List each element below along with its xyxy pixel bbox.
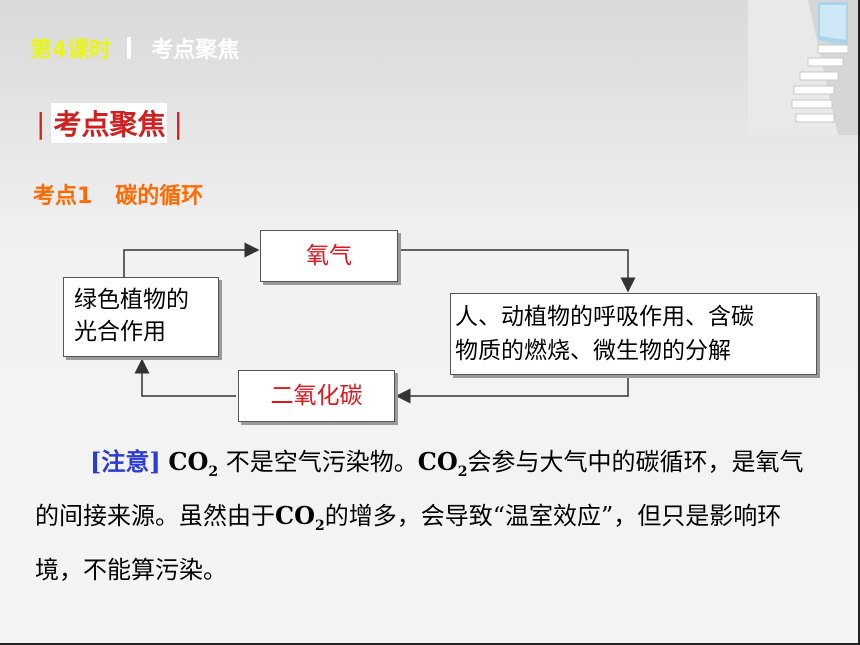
arrow-o2-to-resp [398, 249, 636, 293]
lesson-label: 第4课时 [30, 38, 112, 63]
header-divider [127, 37, 132, 59]
arrow-co2-to-photo [134, 358, 236, 397]
note-tag: [注意] [90, 447, 161, 476]
co2-formula: CO [275, 500, 316, 530]
photosynthesis-line-1: 绿色植物的 [74, 287, 189, 313]
co2-formula: CO [168, 447, 209, 476]
respiration-line-2: 物质的燃烧、微生物的分解 [455, 338, 731, 364]
arrow-resp-to-co2 [395, 377, 629, 404]
photosynthesis-line-2: 光合作用 [74, 319, 166, 345]
header-topic: 考点聚焦 [151, 38, 240, 63]
respiration-line-1: 人、动植物的呼吸作用、含碳 [455, 304, 754, 330]
point-heading: 考点1 碳的循环 [33, 178, 203, 210]
header-bar: 第4课时 考点聚焦 [30, 30, 239, 66]
arrow-photo-to-o2 [123, 242, 260, 277]
co2-formula: CO [417, 447, 458, 476]
point-title: 碳的循环 [115, 184, 204, 209]
oxygen-box: 氧气 [260, 230, 398, 282]
respiration-box: 人、动植物的呼吸作用、含碳 物质的燃烧、微生物的分解 [450, 293, 817, 375]
staircase-decoration-icon [748, 0, 858, 135]
photosynthesis-box: 绿色植物的 光合作用 [63, 277, 219, 357]
note-paragraph: [注意] CO2 不是空气污染物。CO2会参与大气中的碳循环，是氧气的间接来源。… [35, 447, 804, 584]
section-title: | 考点聚焦 | [30, 103, 189, 143]
co2-box: 二氧化碳 [238, 370, 395, 422]
point-number: 考点1 [33, 184, 93, 209]
